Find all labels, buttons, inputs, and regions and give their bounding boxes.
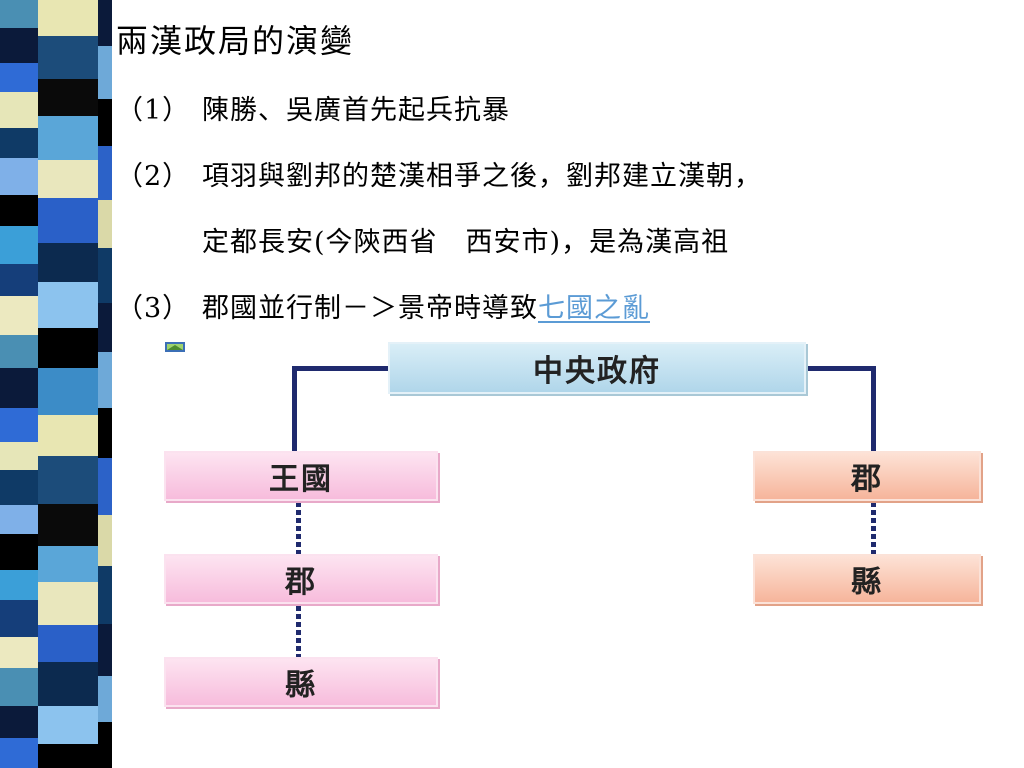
stripe-block <box>38 79 98 116</box>
stripe-block <box>38 625 98 662</box>
stripe-block <box>38 160 98 198</box>
stripe-block <box>0 226 38 264</box>
right-box-commandery: 郡 <box>753 451 981 501</box>
item-3-number: （3） <box>116 293 191 324</box>
stripe-block <box>0 28 38 63</box>
stripe-block <box>0 408 38 442</box>
seven-states-rebellion-link[interactable]: 七國之亂 <box>538 293 650 324</box>
left-box-commandery: 郡 <box>164 554 438 604</box>
stripe-column-3 <box>98 0 112 768</box>
stripe-block <box>0 738 38 768</box>
stripe-block <box>0 264 38 296</box>
stripe-block <box>0 470 38 505</box>
stripe-block <box>0 600 38 637</box>
stripe-block <box>38 368 98 415</box>
left-box-kingdom: 王國 <box>164 451 438 501</box>
stripe-block <box>98 303 112 352</box>
stripe-block <box>0 296 38 335</box>
stripe-block <box>38 36 98 79</box>
connector-right-1 <box>871 502 876 554</box>
stripe-block <box>38 328 98 368</box>
stripe-block <box>98 146 112 200</box>
item-3-text: 郡國並行制－＞景帝時導致 <box>202 293 538 324</box>
item-3: （3） 郡國並行制－＞景帝時導致七國之亂 <box>116 286 650 325</box>
connector-top-right-v <box>871 366 876 452</box>
right-box-county: 縣 <box>753 554 981 604</box>
stripe-block <box>0 442 38 470</box>
stripe-block <box>38 282 98 328</box>
connector-left-2 <box>296 606 301 658</box>
stripe-block <box>98 624 112 676</box>
stripe-block <box>98 352 112 408</box>
stripe-block <box>38 582 98 625</box>
stripe-block <box>98 99 112 146</box>
stripe-block <box>98 46 112 99</box>
stripe-block <box>0 335 38 368</box>
stripe-block <box>0 368 38 408</box>
item-1: （1） 陳勝、吳廣首先起兵抗暴 <box>116 88 510 127</box>
stripe-block <box>98 722 112 768</box>
stripe-block <box>0 92 38 128</box>
slide-title: 兩漢政局的演變 <box>116 22 355 60</box>
stripe-block <box>0 637 38 668</box>
stripe-block <box>98 248 112 303</box>
decorative-stripe <box>0 0 112 768</box>
stripe-block <box>0 128 38 158</box>
stripe-block <box>98 458 112 515</box>
stripe-column-1 <box>0 0 38 768</box>
stripe-block <box>98 0 112 46</box>
stripe-block <box>98 515 112 566</box>
left-box-county: 縣 <box>164 657 438 707</box>
image-placeholder-icon <box>165 342 185 352</box>
stripe-block <box>98 676 112 722</box>
stripe-block <box>38 744 98 768</box>
stripe-block <box>38 456 98 504</box>
item-1-text: 陳勝、吳廣首先起兵抗暴 <box>202 95 510 126</box>
stripe-block <box>0 534 38 570</box>
stripe-block <box>0 0 38 28</box>
stripe-block <box>38 415 98 456</box>
connector-top-left-v <box>292 366 297 452</box>
item-1-number: （1） <box>116 95 191 126</box>
connector-top-left-h <box>292 366 388 371</box>
stripe-block <box>98 566 112 624</box>
stripe-block <box>38 504 98 546</box>
item-2-number: （2） <box>116 161 191 192</box>
item-2-continuation: 定都長安(今陝西省 西安市)，是為漢高祖 <box>202 227 730 258</box>
stripe-block <box>0 63 38 92</box>
stripe-block <box>0 158 38 195</box>
stripe-block <box>0 195 38 226</box>
connector-top-right-h <box>806 366 876 371</box>
item-2-text: 項羽與劉邦的楚漢相爭之後，劉邦建立漢朝， <box>202 161 762 192</box>
stripe-block <box>0 570 38 600</box>
stripe-block <box>0 505 38 534</box>
stripe-block <box>98 200 112 248</box>
stripe-column-2 <box>38 0 98 768</box>
stripe-block <box>0 706 38 738</box>
stripe-block <box>98 408 112 458</box>
stripe-block <box>38 116 98 160</box>
central-government-box: 中央政府 <box>388 342 806 394</box>
stripe-block <box>38 662 98 706</box>
connector-left-1 <box>296 502 301 554</box>
stripe-block <box>38 198 98 243</box>
stripe-block <box>0 668 38 706</box>
stripe-block <box>38 243 98 282</box>
stripe-block <box>38 706 98 744</box>
stripe-block <box>38 546 98 582</box>
stripe-block <box>38 0 98 36</box>
item-2: （2） 項羽與劉邦的楚漢相爭之後，劉邦建立漢朝， <box>116 154 762 193</box>
